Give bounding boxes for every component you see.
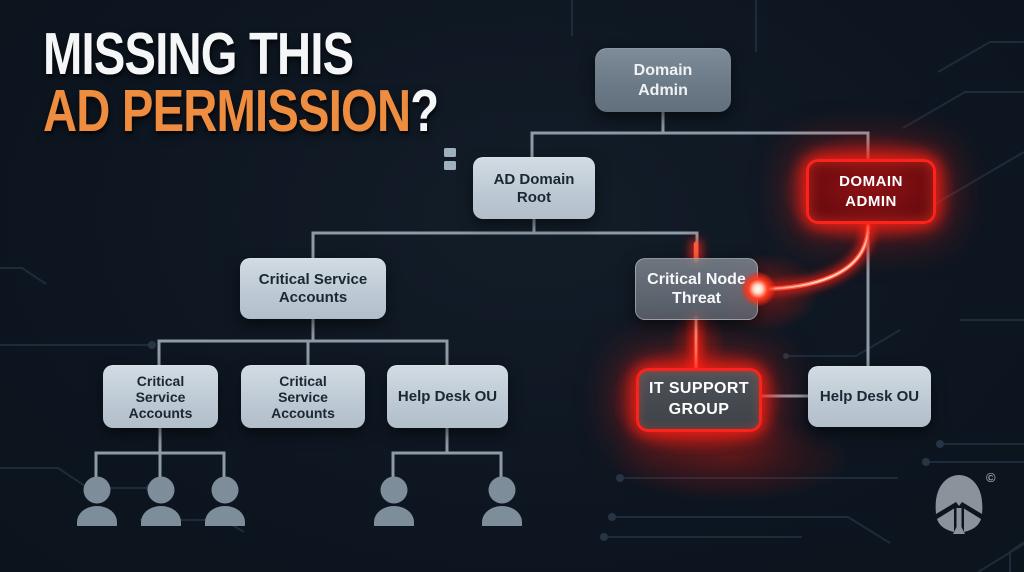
user-icon [374, 476, 414, 526]
node-domain-admin: Domain Admin [595, 48, 731, 112]
headline-line-1: MISSING THIS [43, 21, 354, 87]
node-critical-service-child-2: Critical Service Accounts [241, 365, 365, 428]
circuit-chip-mark [444, 161, 456, 170]
node-domain-admin-threat: DOMAIN ADMIN [806, 159, 936, 224]
node-ad-domain-root: AD Domain Root [473, 157, 595, 219]
user-icon [482, 476, 522, 526]
user-icon [205, 476, 245, 526]
node-it-support-group: IT SUPPORT GROUP [636, 368, 762, 432]
user-icon [141, 476, 181, 526]
node-critical-service-parent: Critical Service Accounts [240, 258, 386, 319]
headline-line-2: AD PERMISSION? [43, 78, 439, 144]
node-critical-service-child-1: Critical Service Accounts [103, 365, 218, 428]
node-critical-node-threat: Critical Node Threat [635, 258, 758, 320]
node-help-desk-ou-right: Help Desk OU [808, 366, 931, 427]
copyright-mark: © [986, 470, 996, 485]
user-icon [77, 476, 117, 526]
headline: MISSING THIS AD PERMISSION? [43, 21, 439, 144]
helmet-logo-icon [935, 475, 983, 534]
circuit-chip-mark [444, 148, 456, 157]
node-help-desk-ou-left: Help Desk OU [387, 365, 508, 428]
